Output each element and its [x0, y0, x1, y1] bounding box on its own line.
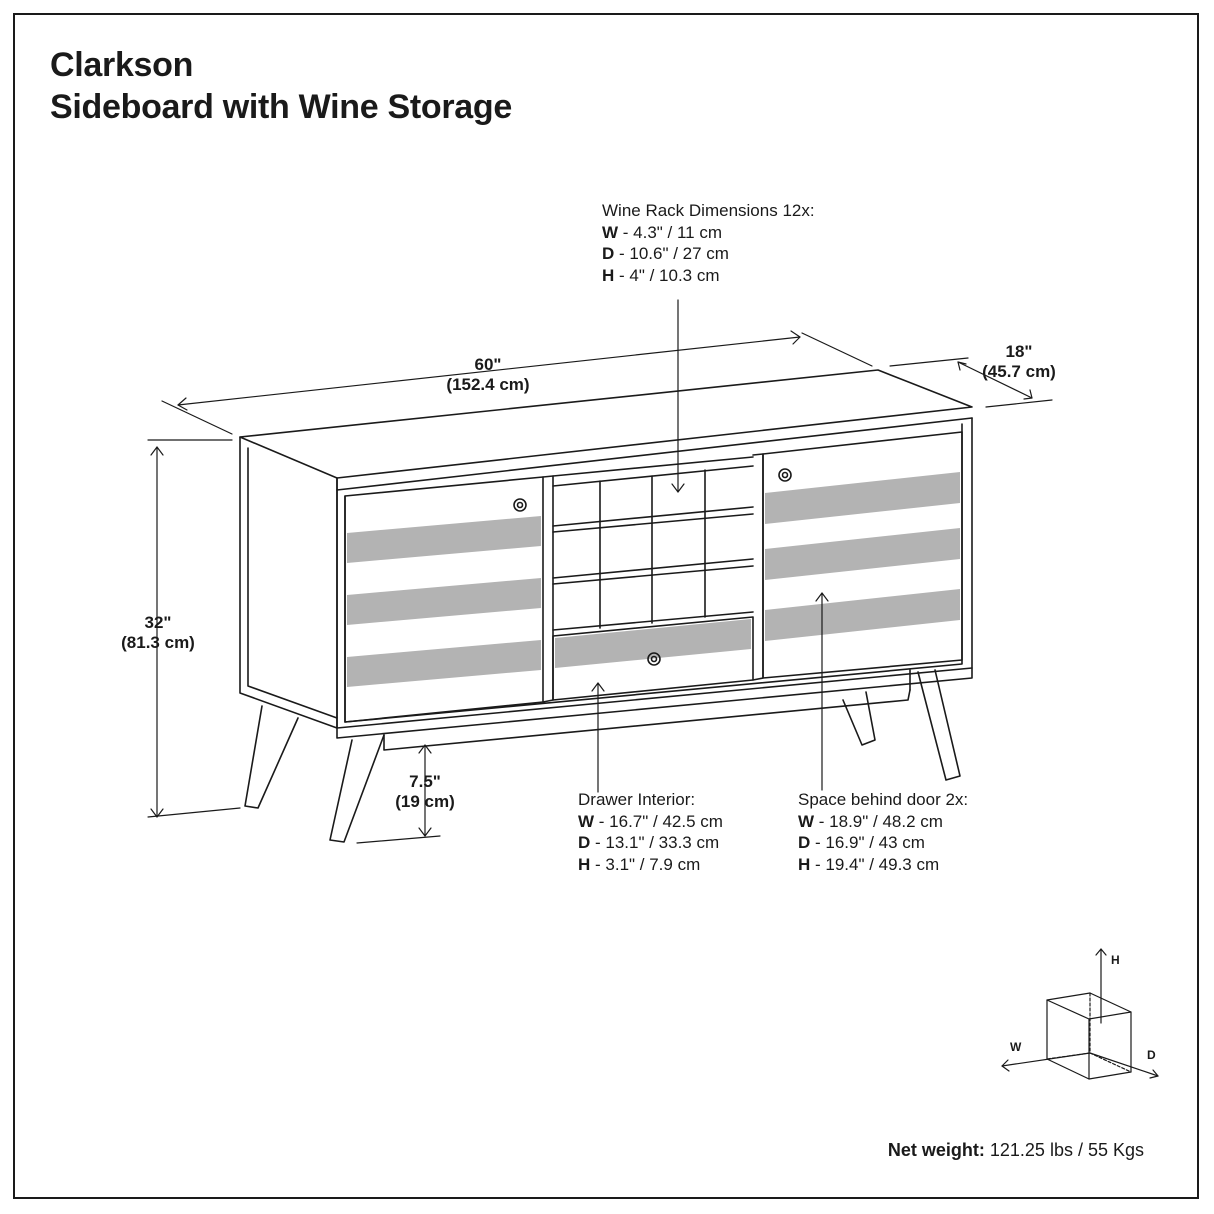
height-label: 32" (81.3 cm) — [110, 613, 206, 653]
drawer-interior-depth: D - 13.1" / 33.3 cm — [578, 833, 720, 852]
drawer-interior-callout: Drawer Interior: W - 16.7" / 42.5 cm D -… — [578, 789, 723, 875]
axis-h-label: H — [1111, 953, 1120, 967]
left-side-inner — [247, 447, 338, 719]
axis-w-label: W — [1010, 1040, 1022, 1054]
wine-rack-top-inner — [552, 465, 754, 487]
left-side-panel — [239, 436, 338, 729]
axis-w-line — [1001, 1052, 1091, 1067]
drawer-front — [552, 616, 754, 701]
width-imperial: 60" — [474, 355, 502, 374]
axis-cube-legend — [1001, 948, 1159, 1080]
width-dimension-line — [161, 330, 873, 435]
drawer-handle — [647, 652, 661, 666]
depth-metric: (45.7 cm) — [982, 362, 1056, 381]
right-door-handle — [778, 468, 792, 482]
wine-rack-height: H - 4" / 10.3 cm — [602, 265, 720, 285]
leg-clearance-dimension-line — [356, 744, 441, 844]
bottom-front-edge — [336, 667, 973, 739]
back-leg-right — [917, 669, 961, 781]
wine-rack-shelf-1 — [552, 506, 754, 533]
depth-imperial: 18" — [1005, 342, 1033, 361]
wine-rack-dividers — [599, 469, 706, 629]
back-leg-left — [842, 691, 876, 746]
wine-rack-bottom — [552, 611, 754, 631]
leg-clearance-label: 7.5" (19 cm) — [384, 772, 466, 812]
height-dimension-line — [147, 439, 241, 818]
top-surface — [239, 369, 973, 479]
depth-label: 18" (45.7 cm) — [972, 342, 1066, 382]
space-behind-door-height: H - 19.4" / 49.3 cm — [798, 854, 940, 874]
front-leg-center — [329, 734, 385, 843]
wine-rack-depth: D - 10.6" / 27 cm — [602, 244, 729, 263]
wine-rack-width: W - 4.3" / 11 cm — [602, 222, 723, 242]
net-weight-value: 121.25 lbs / 55 Kgs — [984, 1140, 1144, 1160]
space-behind-door-depth: D - 16.9" / 43 cm — [798, 833, 925, 852]
apron — [383, 689, 911, 751]
space-behind-door-callout: Space behind door 2x: W - 18.9" / 48.2 c… — [798, 789, 968, 875]
height-metric: (81.3 cm) — [121, 633, 195, 652]
wine-rack-heading: Wine Rack Dimensions 12x: — [602, 201, 815, 220]
divider-right — [752, 453, 764, 681]
wine-rack-top — [552, 456, 754, 477]
page-frame — [13, 13, 1199, 1199]
leg-clearance-metric: (19 cm) — [395, 792, 455, 811]
left-door-handle — [513, 498, 527, 512]
drawer-interior-height: H - 3.1" / 7.9 cm — [578, 854, 701, 874]
net-weight-label: Net weight: — [887, 1140, 985, 1160]
depth-dimension-line — [889, 357, 1053, 408]
top-edge — [336, 417, 973, 491]
leg-clearance-imperial: 7.5" — [409, 772, 441, 791]
right-door — [762, 431, 963, 679]
net-weight: Net weight: 121.25 lbs / 55 Kgs — [888, 1140, 1144, 1161]
space-behind-door-heading: Space behind door 2x: — [798, 790, 969, 809]
axis-d-line — [1089, 1052, 1159, 1077]
drawer-interior-heading: Drawer Interior: — [578, 790, 696, 809]
wine-rack-shelf-2 — [552, 558, 754, 585]
drawer-interior-width: W - 16.7" / 42.5 cm — [578, 811, 723, 831]
width-metric: (152.4 cm) — [446, 375, 530, 394]
front-frame — [336, 417, 973, 729]
divider-left — [542, 475, 554, 703]
axis-d-label: D — [1147, 1048, 1156, 1062]
title-product-name: Clarkson — [50, 46, 194, 84]
title-product-type: Sideboard with Wine Storage — [50, 88, 512, 126]
page-title: Clarkson Sideboard with Wine Storage — [50, 44, 512, 128]
wine-rack-callout: Wine Rack Dimensions 12x: W - 4.3" / 11 … — [602, 200, 815, 286]
callout-leaders — [591, 299, 829, 793]
front-leg-left — [244, 705, 299, 809]
height-imperial: 32" — [144, 613, 172, 632]
space-behind-door-width: W - 18.9" / 48.2 cm — [798, 811, 943, 831]
width-label: 60" (152.4 cm) — [428, 355, 548, 395]
door-slats — [347, 472, 960, 687]
